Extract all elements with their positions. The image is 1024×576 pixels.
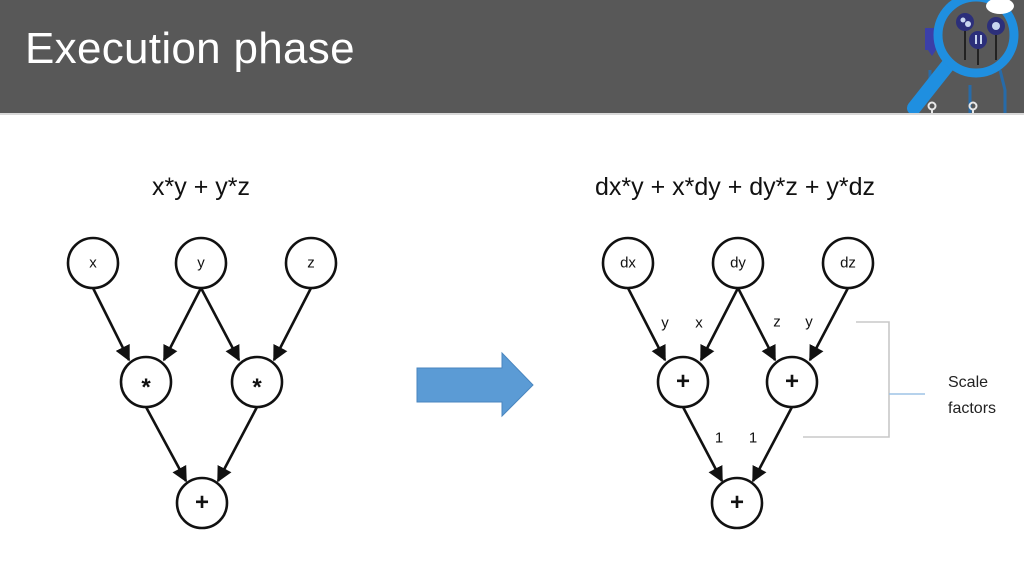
slide-title: Execution phase [25, 24, 355, 73]
node-add-right [765, 355, 819, 409]
node-mul-left-label: * [141, 374, 151, 401]
scale-factors-annotation: Scale factors [948, 370, 996, 422]
magnifier-brain-circuit-logo-icon [907, 0, 1019, 113]
node-z [284, 236, 338, 290]
edge-label-dy-add2: z [773, 313, 781, 331]
right-arrow-icon [416, 351, 534, 418]
node-x-label: x [89, 254, 97, 272]
edge-label-add2-sum: 1 [748, 429, 758, 447]
node-add-left-label: + [675, 368, 691, 395]
node-sum-left-label: + [194, 489, 210, 516]
node-dx [601, 236, 655, 290]
node-y [174, 236, 228, 290]
right-formula: dx*y + x*dy + dy*z + y*dz [594, 173, 876, 201]
node-add-right-label: + [784, 368, 800, 395]
slide-header: Execution phase [0, 0, 1024, 113]
edge-label-dx-add1: y [661, 314, 669, 332]
scale-factor-bracket [803, 321, 890, 438]
node-dy-label: dy [730, 254, 746, 272]
header-divider [0, 113, 1024, 115]
node-mul-right [230, 355, 284, 409]
node-dx-label: dx [620, 254, 636, 272]
node-dz [821, 236, 875, 290]
node-dy [711, 236, 765, 290]
node-mul-left [119, 355, 173, 409]
node-dz-label: dz [840, 254, 856, 272]
edge-label-add1-sum: 1 [714, 429, 724, 447]
node-y-label: y [197, 254, 205, 272]
edge-label-dz-add2: y [805, 313, 813, 331]
left-formula: x*y + y*z [152, 173, 250, 201]
node-z-label: z [307, 254, 315, 272]
edge-label-dy-add1: x [695, 314, 703, 332]
node-sum-right-label: + [729, 489, 745, 516]
right-graph-edges [626, 287, 850, 483]
node-x [66, 236, 120, 290]
node-sum-right [710, 476, 764, 530]
left-graph-edges [91, 287, 313, 483]
node-add-left [656, 355, 710, 409]
scale-factors-line1: Scale [948, 374, 989, 391]
scale-factors-line2: factors [948, 400, 997, 417]
node-sum-left [175, 476, 229, 530]
node-mul-right-label: * [252, 374, 262, 401]
